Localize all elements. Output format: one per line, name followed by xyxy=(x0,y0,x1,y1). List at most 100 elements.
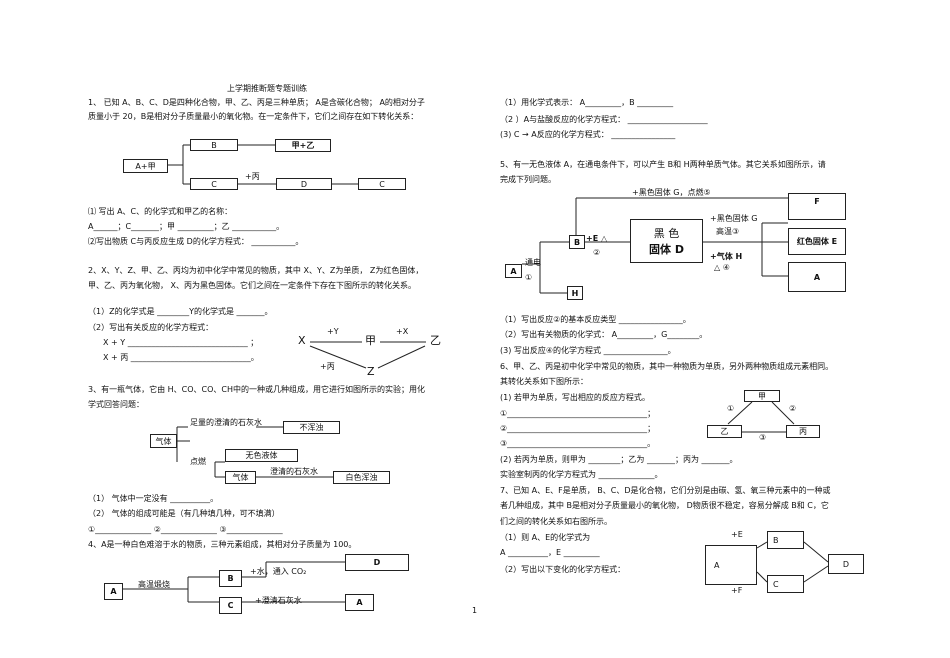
q6-arrow-3: ③ xyxy=(759,433,767,442)
q2-sub2: （2）写出有关反应的化学方程式： xyxy=(88,323,214,332)
q7-box-a: A xyxy=(705,545,757,585)
q4-cont-l3: (3) C → A反应的化学方程式： ________________ xyxy=(500,130,676,139)
q2-line1: 2、X、Y、Z、甲、乙、丙均为初中化学中常见的物质，其中 X、Y、Z为单质， Z… xyxy=(88,266,424,275)
q1-sub1: ⑴ 写出 A、C、的化学式和甲乙的名称： xyxy=(88,207,233,216)
q6-arrow-1: ① xyxy=(727,404,735,413)
q6-box-yi: 乙 xyxy=(707,425,742,438)
q5-circle-4: △ ④ xyxy=(714,263,730,272)
q3-sub2: （2） 气体的组成可能是（有几种填几种，可不填满） xyxy=(88,509,280,518)
q2-eq1: X + Y ______________________________ ； xyxy=(103,338,259,347)
q7-box-b: B xyxy=(767,531,804,549)
q1-box-c2: C xyxy=(358,178,406,190)
q6-blank-1: ①___________________________________； xyxy=(500,409,656,418)
q5-box-h: H xyxy=(567,286,583,300)
q7-box-c: C xyxy=(767,575,804,593)
q5-qiti-h: +气体 H xyxy=(710,252,743,261)
q7-line2: 者几种组成，其中 B是相对分子质量最小的氧化物， D物质很不稳定，容易分解成 B… xyxy=(500,501,829,510)
q5-sub3: (3) 写出反应④的化学方程式 ________________。 xyxy=(500,346,676,355)
q6-box-jia: 甲 xyxy=(744,390,780,402)
q5-tongdian: 通电 xyxy=(525,258,541,267)
q5-black-g: +黑色固体 G xyxy=(710,214,758,223)
q1-line2: 质量小于 20，B是相对分子质量最小的氧化物。在一定条件下，它们之间存在如下转化… xyxy=(88,112,419,121)
q1-line1: 1、 已知 A、B、C、D是四种化合物，甲、乙、丙是三种单质； A是含碳化合物；… xyxy=(88,98,425,107)
q7-line3: 们之间的转化关系如右图所示。 xyxy=(500,517,612,526)
q1-box-d: D xyxy=(276,178,332,190)
q3-box-baise: 白色浑浊 xyxy=(333,471,390,484)
q2-diagram-yi: 乙 xyxy=(430,334,441,347)
q5-plus-e: +E △ xyxy=(586,234,608,243)
q1-box-c: C xyxy=(190,178,238,190)
q2-sub1: （1）Z的化学式是 ________Y的化学式是 _______。 xyxy=(88,307,273,316)
q3-line2: 学式回答问题： xyxy=(88,400,144,409)
q5-sub1: （1）写出反应②的基本反应类型 ________________。 xyxy=(500,315,691,324)
q6-box-bing: 丙 xyxy=(786,425,820,438)
q4-box-a2: A xyxy=(345,594,374,611)
q3-dianran: 点燃 xyxy=(190,457,206,466)
q4-line1: 4、A是一种白色难溶于水的物质，三种元素组成，其相对分子质量为 100。 xyxy=(88,540,357,549)
q5-black-g-fire: +黑色固体 G，点燃⑤ xyxy=(632,188,711,197)
q3-sub1: （1） 气体中一定没有 __________。 xyxy=(88,494,219,503)
q7-sub1-fill: A __________，E _________ xyxy=(500,548,600,557)
q1-box-a-jia: A+甲 xyxy=(123,159,168,173)
q2-diagram-x: X xyxy=(298,334,306,347)
q4-box-d: D xyxy=(345,554,409,571)
q6-blank-2: ②___________________________________； xyxy=(500,424,656,433)
q3-box-qiti2: 气体 xyxy=(225,471,256,484)
q3-box-not-turbid: 不浑浊 xyxy=(283,421,340,434)
q4-box-b: B xyxy=(219,570,242,587)
q5-box-a: A xyxy=(505,264,522,278)
q5-sub2: （2）写出有关物质的化学式： A_________，G________。 xyxy=(500,330,708,339)
q5-line2: 完成下列问题。 xyxy=(500,175,556,184)
q6-sub2: (2) 若丙为单质，则甲为 ________；乙为 _______；丙为 ___… xyxy=(500,455,738,464)
q7-line1: 7、已知 A、E、F是单质， B、C、D是化合物，它们分别是由碳、氢、氧三种元素… xyxy=(500,486,831,495)
q3-box-qiti: 气体 xyxy=(150,434,177,448)
q5-box-a2: A xyxy=(788,262,846,292)
q4-chengqing-label: +澄清石灰水 xyxy=(255,596,302,605)
q3-chengqing-label: 澄清的石灰水 xyxy=(270,467,318,476)
q6-sub3: 实验室制丙的化学方程式为 ______________。 xyxy=(500,470,663,479)
q5-box-red-solid-e: 红色固体 E xyxy=(788,228,846,255)
q3-box-wuse: 无色液体 xyxy=(225,449,298,462)
q4-cont-l1: （1）用化学式表示： A_________，B _________ xyxy=(500,98,674,107)
q6-line2: 其转化关系如下图所示： xyxy=(500,377,588,386)
q5-circle-1: ① xyxy=(525,273,533,282)
q2-diagram-z: Z xyxy=(367,365,375,378)
q4-box-c: C xyxy=(219,597,242,614)
q4-cont-l2: （2 ）A与盐酸反应的化学方程式： ____________________ xyxy=(500,115,708,124)
q7-sub1: （1）则 A、E的化学式为 xyxy=(500,533,591,542)
q5-box-f: F xyxy=(788,193,846,220)
q6-arrow-2: ② xyxy=(789,404,797,413)
q2-diagram-jia: 甲 xyxy=(365,334,376,347)
q3-sub2-fill: ①______________ ②______________ ③_______… xyxy=(88,525,283,534)
q2-line2: 甲、乙、丙为氧化物， X、丙为黑色固体。它们之间在一定条件下存在下图所示的转化关… xyxy=(88,281,417,290)
q1-box-b: B xyxy=(190,139,238,151)
q5-line1: 5、有一无色液体 A，在通电条件下，可以产生 B和 H两种单质气体。其它关系如图… xyxy=(500,160,826,169)
q2-diagram-plus-y: +Y xyxy=(327,327,339,336)
q5-box-b: B xyxy=(569,235,585,249)
q7-plus-e: +E xyxy=(731,530,743,539)
q5-gaowen3: 高温③ xyxy=(716,227,740,236)
page-title: 上学期推断题专题训练 xyxy=(227,84,307,93)
q3-line1: 3、有一瓶气体，它由 H、CO、CO、CH中的一种或几种组成，用它进行如图所示的… xyxy=(88,385,426,394)
q1-box-jia-yi: 甲+乙 xyxy=(275,139,331,152)
q6-sub1: (1) 若甲为单质，写出相应的反应方程式。 xyxy=(500,393,650,402)
q4-shui-label: +水，通入 CO₂ xyxy=(250,567,307,576)
q7-sub2: （2）写出以下变化的化学方程式： xyxy=(500,565,626,574)
q6-line1: 6、甲、乙、丙是初中化学中常见的物质，其中一种物质为单质，另外两种物质组成元素相… xyxy=(500,362,834,371)
q1-sub2: ⑵写出物质 C与丙反应生成 D的化学方程式： ___________。 xyxy=(88,237,304,246)
q6-blank-3: ③___________________________________。 xyxy=(500,439,656,448)
q7-box-d: D xyxy=(828,554,864,574)
q3-top-label: 足量的澄清的石灰水 xyxy=(190,418,262,427)
q5-heise2: 固体 D xyxy=(649,243,684,256)
q7-plus-f: +F xyxy=(731,586,743,595)
q5-heise1: 黑 色 xyxy=(653,227,680,240)
q2-diagram-plus-x: +X xyxy=(396,327,409,336)
q2-diagram-plus-bing: +丙 xyxy=(320,362,335,371)
q5-circle-2: ② xyxy=(593,248,601,257)
q1-label-bing: +丙 xyxy=(245,172,260,181)
q2-eq2: X + 丙 ______________________________。 xyxy=(103,353,259,362)
q4-gaowen: 高温煅烧 xyxy=(138,580,170,589)
q5-box-black-solid-d: 黑 色 固体 D xyxy=(630,219,703,263)
page-number: 1 xyxy=(472,606,478,615)
